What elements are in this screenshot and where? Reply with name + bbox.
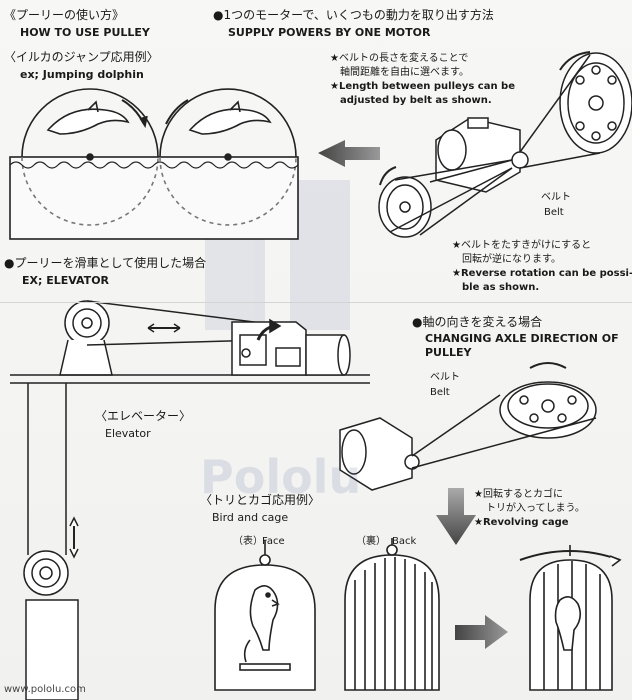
dolphin-title-jp: 〈イルカのジャンプ応用例〉	[4, 50, 159, 64]
elevator-label-jp: 〈エレベーター〉	[95, 409, 192, 423]
cage-face-illustration	[214, 540, 316, 691]
note-length-en-2: adjusted by belt as shown.	[340, 95, 492, 106]
direction-arrow-down	[436, 488, 476, 545]
face-label-jp: （表）	[233, 536, 263, 547]
supply-title-jp: ●1つのモーターで、いくつもの動力を取り出す方法	[213, 8, 494, 22]
dolphin-illustration	[9, 88, 299, 240]
axle-belt-en: Belt	[430, 387, 450, 398]
belt-label-jp: ベルト	[541, 192, 571, 203]
note-length-jp-1: ★ベルトの長さを変えることで	[330, 53, 469, 64]
axle-title-en-1: CHANGING AXLE DIRECTION OF	[425, 332, 619, 345]
cage-revolving-illustration	[519, 545, 622, 691]
elevator-title-jp: ●プーリーを滑車として使用した場合	[4, 256, 207, 270]
note-reverse-jp-1: ★ベルトをたすきがけにすると	[452, 240, 592, 251]
face-label-en: Face	[262, 536, 285, 547]
revolving-note-jp-1: ★回転するとカゴに	[474, 489, 563, 500]
how-to-title-jp: 《プーリーの使い方》	[4, 8, 125, 22]
axle-belt-jp: ベルト	[430, 372, 460, 383]
note-length-en-1: ★Length between pulleys can be	[330, 81, 515, 92]
note-reverse-en-1: ★Reverse rotation can be possi-	[452, 268, 632, 279]
elevator-title-en: EX; ELEVATOR	[22, 274, 110, 287]
revolving-note-jp-2: トリが入ってしまう。	[486, 503, 585, 514]
back-label-en: Back	[392, 536, 417, 547]
bird-title-jp: 〈トリとカゴ応用例〉	[200, 493, 321, 507]
footer-url[interactable]: www.pololu.com	[4, 684, 86, 695]
supply-title-en: SUPPLY POWERS BY ONE MOTOR	[228, 26, 431, 39]
fold-line	[0, 302, 632, 303]
note-reverse-en-2: ble as shown.	[462, 282, 540, 293]
cage-back-illustration	[344, 538, 440, 691]
note-reverse-jp-2: 回転が逆になります。	[462, 254, 561, 265]
axle-title-jp: ●軸の向きを変える場合	[412, 315, 543, 329]
revolving-note-en: ★Revolving cage	[474, 517, 569, 528]
how-to-title-en: HOW TO USE PULLEY	[20, 26, 150, 39]
elevator-illustration	[10, 300, 370, 700]
elevator-label-en: Elevator	[105, 427, 151, 440]
bird-title-en: Bird and cage	[212, 511, 289, 524]
watermark-text: Pololu	[200, 450, 362, 504]
belt-label-en: Belt	[544, 207, 564, 218]
note-length-jp-2: 軸間距離を自由に選べます。	[340, 67, 469, 78]
direction-arrow-left	[318, 140, 380, 167]
motor-two-pulleys-illustration	[378, 51, 632, 238]
dolphin-title-en: ex; Jumping dolphin	[20, 68, 144, 81]
axle-title-en-2: PULLEY	[425, 346, 472, 359]
back-label-jp: （裏）	[356, 536, 386, 547]
axle-direction-illustration	[339, 362, 597, 491]
direction-arrow-right	[455, 615, 508, 649]
